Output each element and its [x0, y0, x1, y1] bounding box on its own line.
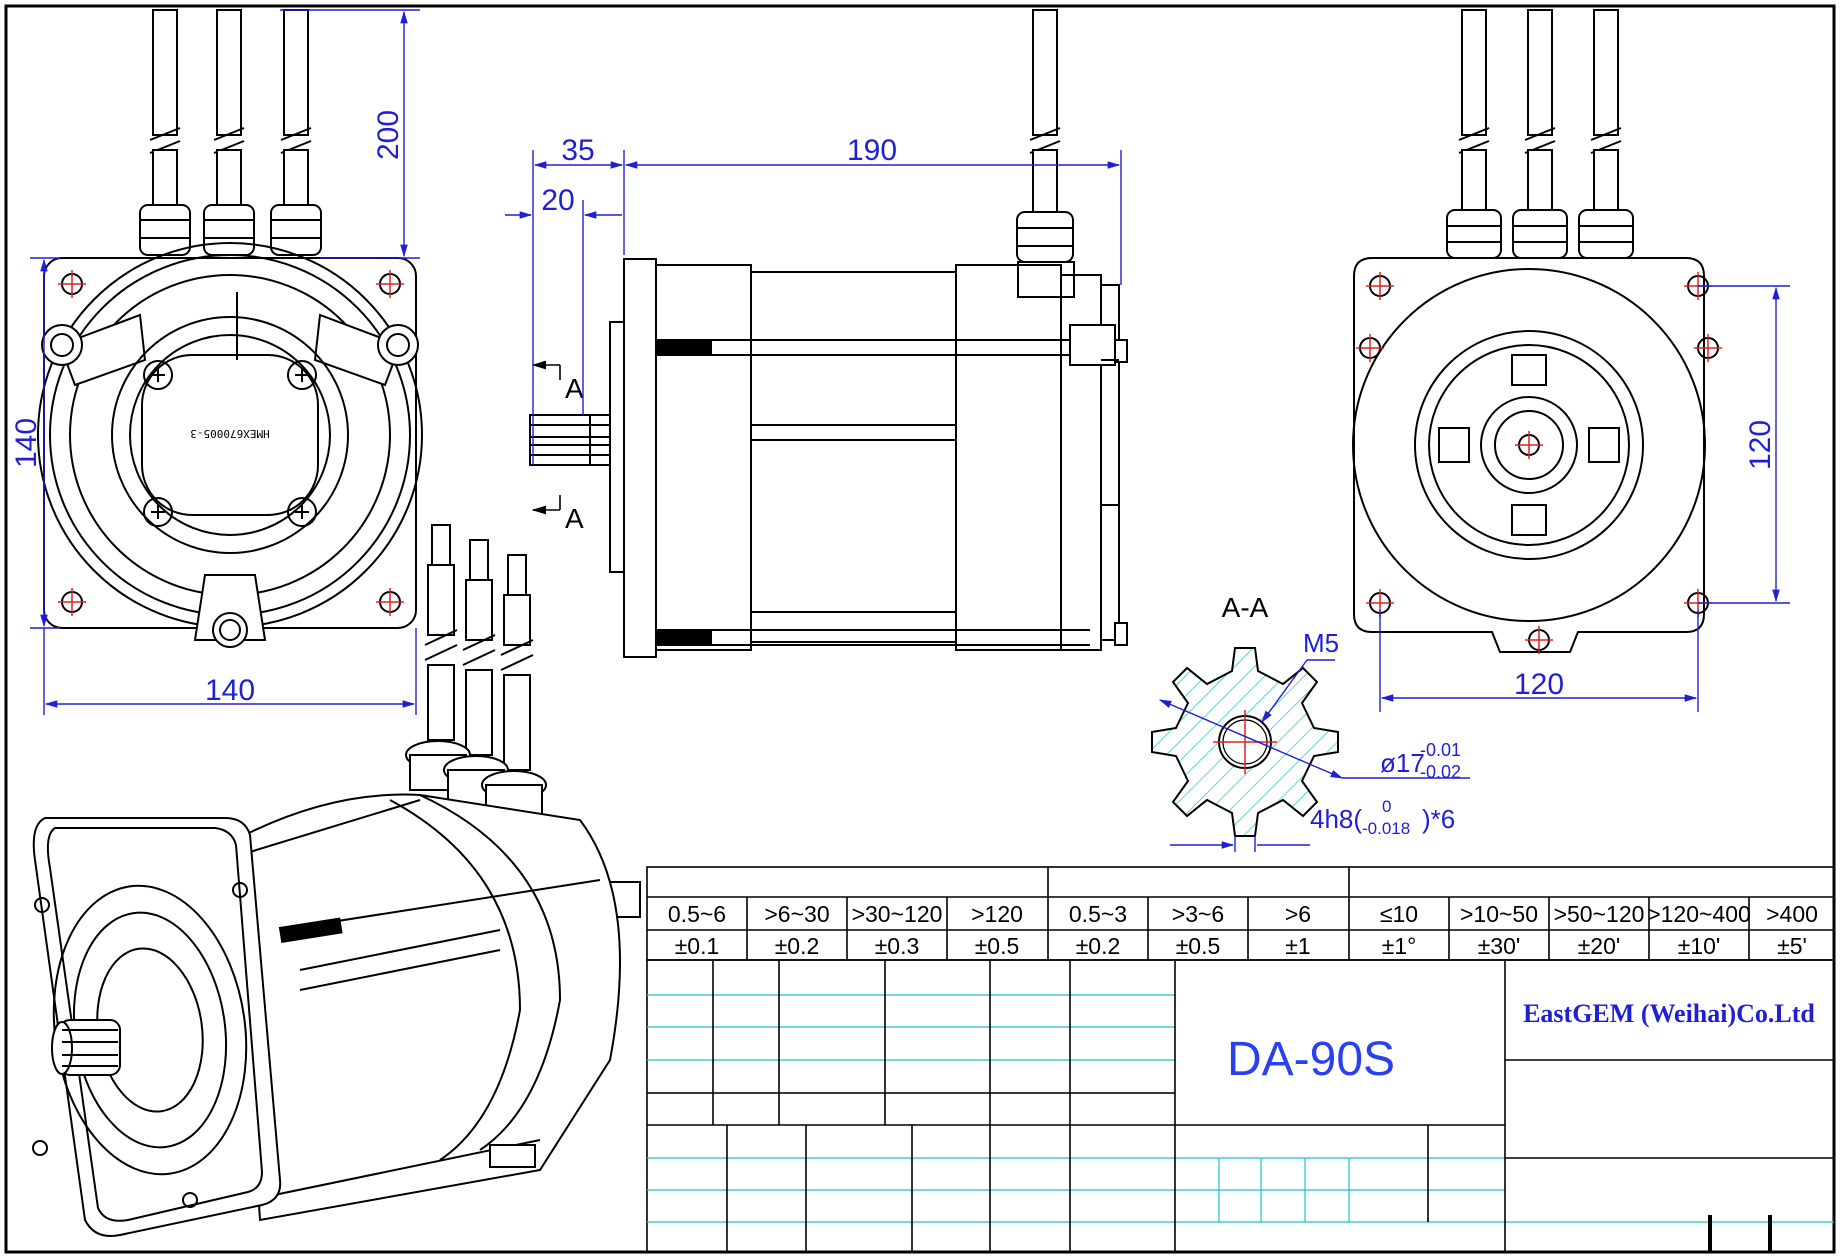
range-cell: >6~30 — [764, 901, 829, 927]
nameplate-text: HMEX670005-3 — [190, 427, 269, 440]
iso-cable-detail — [424, 524, 534, 771]
tolerance-cell: ±30' — [1478, 933, 1521, 959]
section-mark-bottom: A — [565, 503, 584, 534]
spline-length-dim: 20 — [541, 184, 574, 217]
svg-text:-0.01: -0.01 — [1420, 740, 1461, 760]
rear-dimensions — [1379, 285, 1790, 712]
svg-text:ø17: ø17 — [1380, 748, 1425, 778]
tolerance-cell: ±0.2 — [775, 933, 820, 959]
svg-text:)*6: )*6 — [1422, 804, 1455, 834]
tolerance-cell: ±0.5 — [1176, 933, 1221, 959]
tolerance-cell: ±0.2 — [1076, 933, 1121, 959]
front-width-dim: 140 — [205, 674, 255, 707]
tolerance-cell: ±5' — [1777, 933, 1807, 959]
section-mark-top: A — [565, 373, 584, 404]
title-block — [646, 959, 1835, 1253]
section-title: A-A — [1222, 592, 1269, 623]
front-view — [37, 9, 423, 648]
spline-tolerance-label: 4h8( 0 -0.018 )*6 — [1310, 797, 1455, 838]
range-cell: >10~50 — [1460, 901, 1538, 927]
tolerance-cell: ±0.5 — [975, 933, 1020, 959]
side-dimensions — [505, 150, 1122, 465]
section-marks — [531, 360, 561, 515]
front-height-dim: 140 — [10, 418, 43, 468]
thread-label: M5 — [1303, 628, 1339, 658]
tolerance-cell: ±1 — [1285, 933, 1310, 959]
range-cell: >50~120 — [1554, 901, 1645, 927]
tolerance-cell: ±10' — [1678, 933, 1721, 959]
range-cell: >120~400 — [1647, 901, 1751, 927]
tolerance-cell: ±0.3 — [875, 933, 920, 959]
revision-grid — [647, 994, 1834, 1223]
cover-screw-icon — [143, 360, 317, 527]
side-view — [529, 9, 1128, 658]
shaft-diameter-label: ø17 -0.01 -0.02 — [1380, 740, 1461, 782]
tolerance-values: ±0.1 ±0.2 ±0.3 ±0.5 ±0.2 ±0.5 ±1 ±1° ±30… — [675, 933, 1807, 959]
svg-text:0: 0 — [1382, 797, 1391, 816]
cable-length-dim: 200 — [372, 110, 405, 160]
range-cell: ≤10 — [1380, 901, 1418, 927]
rear-view — [1352, 9, 1719, 653]
range-cell: >6 — [1285, 901, 1311, 927]
shaft-length-dim: 35 — [561, 134, 594, 167]
section-dimensions — [1158, 659, 1470, 852]
rear-horizontal-dim: 120 — [1514, 668, 1564, 701]
front-flange — [43, 257, 417, 629]
isometric-view — [32, 740, 641, 1237]
front-cables — [139, 9, 322, 256]
tolerance-cell: ±0.1 — [675, 933, 720, 959]
body-length-dim: 190 — [847, 134, 897, 167]
tolerance-ranges: 0.5~6 >6~30 >30~120 >120 0.5~3 >3~6 >6 ≤… — [668, 901, 1818, 927]
rear-vertical-dim: 120 — [1744, 420, 1777, 470]
front-dimensions — [30, 9, 420, 715]
svg-text:-0.02: -0.02 — [1420, 762, 1461, 782]
range-cell: >120 — [971, 901, 1023, 927]
range-cell: 0.5~3 — [1069, 901, 1127, 927]
tolerance-cell: ±1° — [1382, 933, 1417, 959]
company-name: EastGEM (Weihai)Co.Ltd — [1523, 999, 1815, 1028]
svg-text:-0.018: -0.018 — [1362, 819, 1410, 838]
rear-centerlines — [1356, 272, 1722, 654]
tolerance-cell: ±20' — [1578, 933, 1621, 959]
range-cell: 0.5~6 — [668, 901, 726, 927]
range-cell: >400 — [1766, 901, 1818, 927]
range-cell: >30~120 — [852, 901, 943, 927]
range-cell: >3~6 — [1172, 901, 1224, 927]
front-centerlines — [58, 270, 404, 616]
model-number: DA-90S — [1227, 1033, 1395, 1086]
svg-text:4h8(: 4h8( — [1310, 804, 1362, 834]
